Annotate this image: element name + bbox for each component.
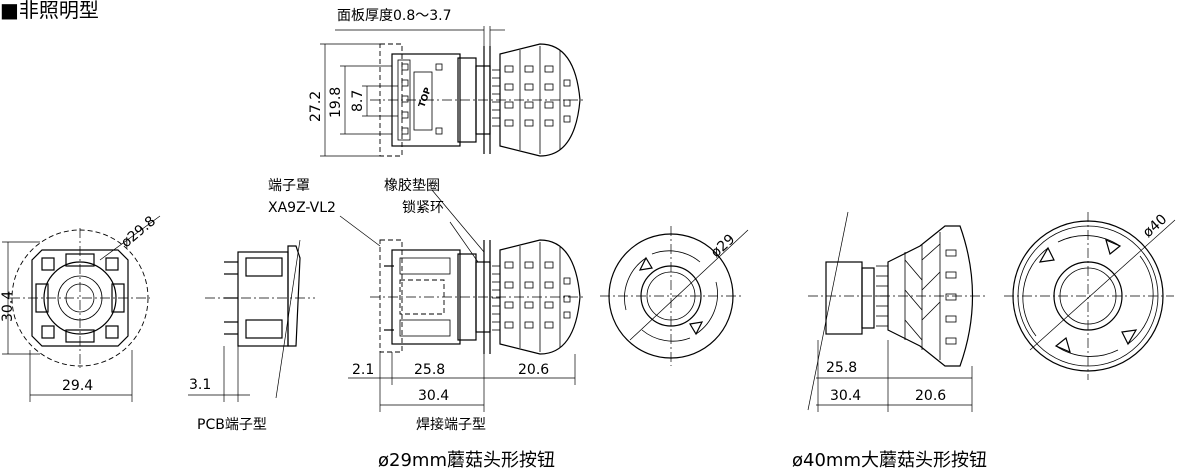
dim-20-6: 20.6 — [518, 362, 549, 378]
front-view-40 — [1004, 212, 1176, 380]
terminal-front-view — [2, 215, 161, 402]
pcb-terminal-view — [188, 239, 315, 402]
top-side-view: TOP — [320, 26, 585, 157]
dim-25-8: 25.8 — [414, 362, 445, 378]
caption-40mm: ø40mm大蘑菇头形按钮 — [792, 450, 987, 471]
dim-29-4: 29.4 — [62, 378, 93, 394]
dim-30-4: 30.4 — [418, 388, 449, 404]
dim-20-6-b: 20.6 — [915, 388, 946, 404]
dim-27-2: 27.2 — [308, 91, 324, 122]
front-view-29 — [600, 226, 749, 366]
dim-8-7: 8.7 — [350, 90, 366, 112]
dim-30-4-vertical: 30.4 — [0, 291, 16, 322]
dim-3-1: 3.1 — [189, 377, 211, 393]
dim-30-4-b: 30.4 — [830, 388, 861, 404]
solder-terminal-view — [339, 189, 585, 412]
solder-type-label: 焊接端子型 — [416, 416, 486, 433]
dim-40: ø40 — [1140, 211, 1170, 241]
rubber-gasket-label: 橡胶垫圈 — [384, 177, 440, 194]
terminal-cover-part: XA9Z-VL2 — [268, 200, 336, 216]
panel-thickness-label: 面板厚度0.8～3.7 — [337, 8, 452, 24]
dim-2-1: 2.1 — [352, 362, 374, 378]
terminal-cover-label: 端子罩 — [268, 178, 310, 194]
svg-text:TOP: TOP — [417, 86, 434, 109]
dim-29: ø29 — [708, 231, 738, 261]
lock-ring-label: 锁紧环 — [402, 200, 444, 216]
dim-29-8: ø29.8 — [118, 213, 159, 251]
section-title: ■非照明型 — [0, 0, 99, 22]
side-view-40 — [807, 211, 985, 412]
dim-25-8-b: 25.8 — [826, 360, 857, 376]
dim-19-8: 19.8 — [328, 87, 344, 118]
pcb-type-label: PCB端子型 — [197, 417, 267, 433]
caption-29mm: ø29mm蘑菇头形按钮 — [378, 450, 555, 471]
